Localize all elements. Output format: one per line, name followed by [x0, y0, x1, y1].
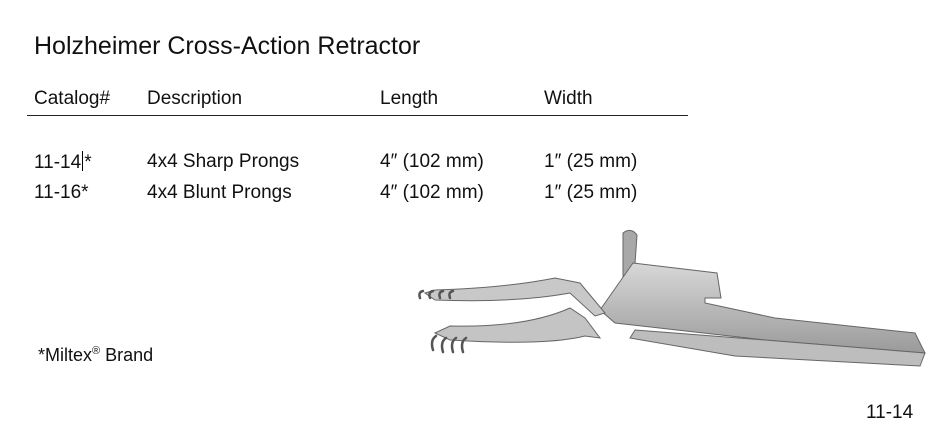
- footnote-suffix: Brand: [100, 345, 154, 365]
- table-cell-catalog: 11-16*: [34, 182, 89, 203]
- header-description: Description: [147, 88, 243, 109]
- header-width: Width: [544, 88, 593, 109]
- table-cell-description: 4x4 Blunt Prongs: [147, 182, 292, 203]
- page-title: Holzheimer Cross-Action Retractor: [34, 32, 421, 60]
- table-cell-width: 1″ (25 mm): [544, 151, 638, 172]
- header-catalog: Catalog#: [34, 88, 111, 109]
- registered-mark: ®: [92, 345, 101, 357]
- footnote-text: *Miltex: [38, 345, 93, 365]
- table-cell-catalog[interactable]: 11-14*: [34, 151, 92, 174]
- table-cell-length: 4″ (102 mm): [380, 151, 484, 172]
- text-cursor: [82, 151, 84, 171]
- page-number: 11-14: [866, 402, 914, 423]
- retractor-product-image: [418, 229, 926, 367]
- catalog-mark: *: [84, 152, 92, 173]
- table-cell-description: 4x4 Sharp Prongs: [147, 151, 300, 172]
- catalog-number: 11-14: [34, 152, 82, 173]
- header-divider: [27, 115, 688, 116]
- header-length: Length: [380, 88, 439, 109]
- table-cell-length: 4″ (102 mm): [380, 182, 484, 203]
- table-cell-width: 1″ (25 mm): [544, 182, 638, 203]
- brand-footnote: *Miltex® Brand: [38, 345, 153, 366]
